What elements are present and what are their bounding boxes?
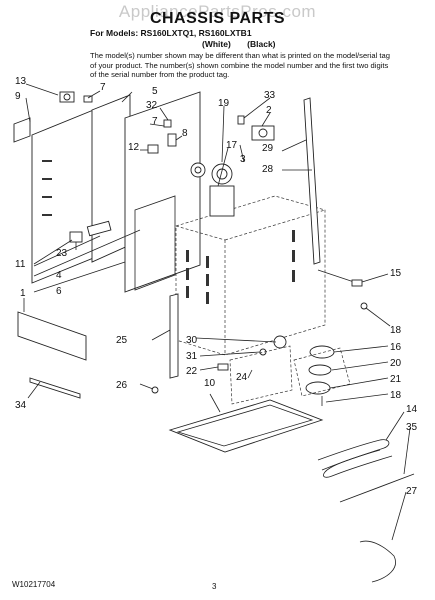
bake-element bbox=[317, 439, 393, 478]
callout: 22 bbox=[186, 366, 198, 377]
bracket-7 bbox=[163, 119, 172, 128]
callout: 25 bbox=[116, 335, 128, 346]
model-note: The model(s) number shown may be differe… bbox=[90, 51, 390, 79]
callout: 34 bbox=[15, 400, 27, 411]
callout: 10 bbox=[204, 378, 216, 389]
vertical-support-bar bbox=[303, 97, 321, 265]
callout: 13 bbox=[15, 76, 27, 87]
callout: 23 bbox=[56, 248, 68, 259]
inner-back-panel bbox=[124, 91, 201, 293]
screw-26 bbox=[151, 386, 159, 394]
leader-lines bbox=[23, 83, 411, 541]
watermark: AppliancePartsPros.com bbox=[118, 2, 317, 21]
callout: 9 bbox=[15, 91, 21, 102]
document-number: W10217704 bbox=[12, 580, 56, 589]
callout-numbers: 13 9 7 5 32 7 8 12 19 33 2 17 3 29 28 11… bbox=[15, 76, 418, 497]
bottom-tray bbox=[168, 399, 324, 453]
callout: 19 bbox=[218, 98, 230, 109]
vent-duct bbox=[209, 185, 235, 217]
rating-label bbox=[13, 117, 31, 143]
callout: 30 bbox=[186, 335, 198, 346]
callout: 29 bbox=[262, 143, 274, 154]
callout: 15 bbox=[390, 268, 402, 279]
callout: 11 bbox=[15, 259, 26, 270]
callout: 18 bbox=[390, 325, 402, 336]
drawer-front-panel bbox=[17, 311, 87, 361]
variant-white: (White) bbox=[202, 39, 231, 49]
screw-18-top bbox=[360, 302, 368, 310]
page-number: 3 bbox=[212, 582, 217, 591]
callout: 6 bbox=[56, 286, 62, 297]
callout: 26 bbox=[116, 380, 128, 391]
callout: 31 bbox=[186, 351, 198, 362]
callout: 35 bbox=[406, 422, 418, 433]
callout: 33 bbox=[264, 90, 276, 101]
bracket-8 bbox=[167, 133, 177, 147]
callout: 7 bbox=[100, 82, 106, 93]
callout: 5 bbox=[152, 86, 158, 97]
callout: 28 bbox=[262, 164, 274, 175]
callout: 27 bbox=[406, 486, 418, 497]
panel-24 bbox=[229, 345, 293, 405]
element-bracket-16 bbox=[309, 345, 335, 359]
side-trim-rail bbox=[169, 293, 179, 379]
bracket-22 bbox=[217, 363, 229, 371]
callout: 12 bbox=[128, 142, 140, 153]
rod-35 bbox=[339, 473, 415, 503]
toe-kick-34 bbox=[29, 377, 81, 399]
callout: 21 bbox=[390, 374, 402, 385]
callout: 1 bbox=[20, 288, 26, 299]
callout: 14 bbox=[406, 404, 418, 415]
model-variants: (White) (Black) bbox=[202, 39, 290, 49]
gasket-20 bbox=[308, 364, 332, 376]
models-line: For Models: RS160LXTQ1, RS160LXTB1 bbox=[90, 28, 252, 38]
wire-bracket bbox=[69, 231, 83, 250]
callout: 17 bbox=[226, 140, 238, 151]
callout: 24 bbox=[236, 372, 248, 383]
bracket-12 bbox=[147, 144, 159, 154]
callout: 3 bbox=[240, 154, 246, 165]
frame-piece bbox=[134, 195, 176, 291]
broil-wire bbox=[359, 540, 396, 583]
callout: 7 bbox=[152, 116, 158, 127]
callout: 16 bbox=[390, 342, 402, 353]
insulation-pad bbox=[86, 220, 112, 237]
terminal-block bbox=[59, 91, 93, 103]
thermostat-switch bbox=[237, 115, 275, 141]
callout: 18 bbox=[390, 390, 402, 401]
callout: 32 bbox=[146, 100, 158, 111]
variant-black: (Black) bbox=[247, 39, 276, 49]
page-title: CHASSIS PARTS bbox=[149, 10, 286, 27]
callout: 4 bbox=[56, 270, 62, 281]
callout: 20 bbox=[390, 358, 402, 369]
callout: 2 bbox=[266, 105, 272, 116]
callout: 8 bbox=[182, 128, 188, 139]
